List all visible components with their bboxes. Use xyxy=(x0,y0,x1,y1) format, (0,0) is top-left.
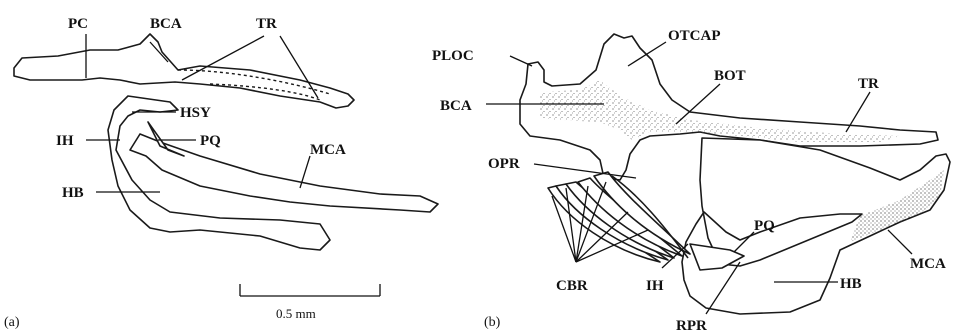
label-opr: OPR xyxy=(488,156,520,172)
label-pq-a: PQ xyxy=(200,133,221,149)
neurocranium-outline-a xyxy=(14,34,354,108)
label-bca-a: BCA xyxy=(150,16,182,32)
caption-b: (b) xyxy=(484,315,501,330)
label-mca-b: MCA xyxy=(910,256,946,272)
label-tr-a: TR xyxy=(256,16,277,32)
panel-b: PLOC OTCAP BOT TR BCA OPR PQ MCA CBR IH … xyxy=(432,28,950,333)
label-pc: PC xyxy=(68,16,88,32)
label-ploc: PLOC xyxy=(432,48,474,64)
label-mca-a: MCA xyxy=(310,142,346,158)
caption-a: (a) xyxy=(4,315,20,330)
label-bot: BOT xyxy=(714,68,746,84)
label-hb-b: HB xyxy=(840,276,862,292)
label-hb: HB xyxy=(62,185,84,201)
label-rpr: RPR xyxy=(676,318,707,333)
meckel-cartilage-outline-a xyxy=(130,134,438,212)
label-ih-a: IH xyxy=(56,133,74,149)
label-hsy: HSY xyxy=(180,105,211,121)
label-otcap: OTCAP xyxy=(668,28,721,44)
label-bca-b: BCA xyxy=(440,98,472,114)
scale-bar: 0.5 mm xyxy=(240,284,380,321)
lower-jaw-outline-b xyxy=(682,138,950,314)
leader-mca-b xyxy=(888,230,912,254)
label-pq-b: PQ xyxy=(754,218,775,234)
panel-a: PC BCA TR HSY IH PQ MCA HB 0.5 mm (a) xyxy=(4,16,438,330)
label-cbr: CBR xyxy=(556,278,588,294)
label-ih-b: IH xyxy=(646,278,664,294)
scale-bar-label: 0.5 mm xyxy=(276,306,316,321)
leader-ploc xyxy=(510,56,532,66)
label-tr-b: TR xyxy=(858,76,879,92)
